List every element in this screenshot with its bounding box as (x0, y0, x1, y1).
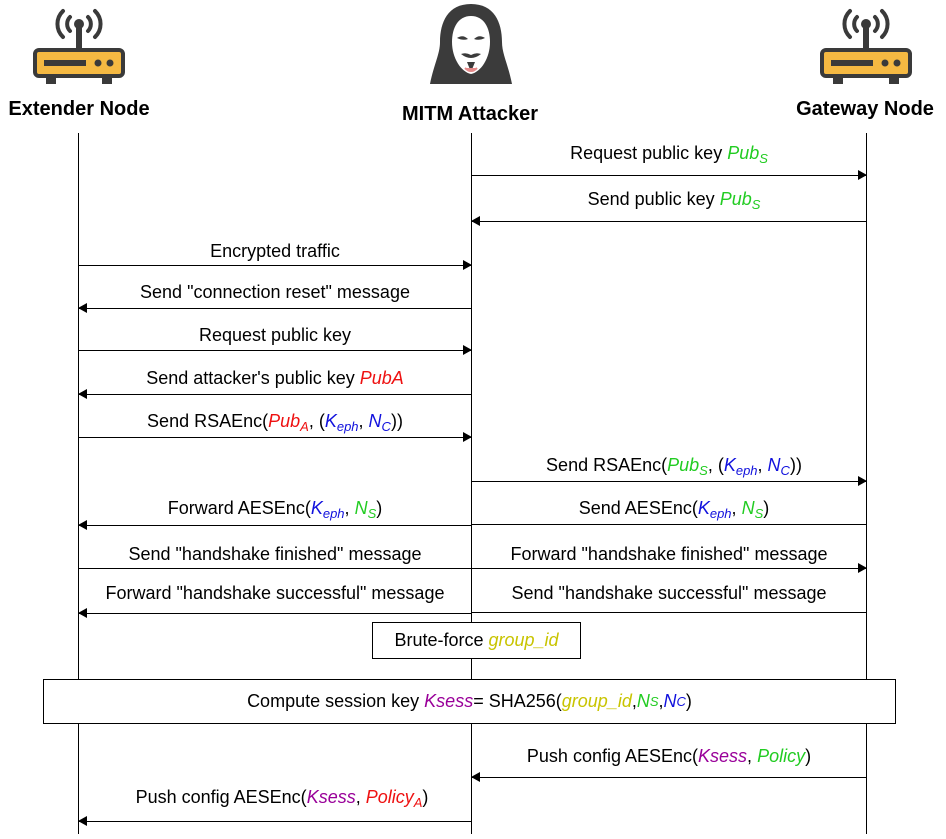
message-label: Send RSAEnc(PubA, (Keph, NC)) (147, 411, 403, 434)
router-icon (32, 4, 126, 91)
lifeline-gateway (866, 724, 867, 834)
message-label: Encrypted traffic (210, 241, 340, 261)
message-label: Push config AESEnc(Ksess, PolicyA) (135, 787, 429, 810)
hacker-icon (428, 2, 514, 91)
lifeline-gateway (866, 133, 867, 679)
message-label: Send public key PubS (587, 189, 761, 212)
message-label: Forward "handshake finished" message (510, 544, 828, 564)
message-label: Send "handshake finished" message (128, 544, 422, 564)
message-label: Forward "handshake successful" message (105, 583, 445, 603)
message-label: Send attacker's public key PubA (146, 368, 404, 388)
message-label: Request public key PubS (570, 143, 768, 166)
lifeline-extender (78, 724, 79, 834)
router-icon (819, 4, 913, 91)
message-label: Send "handshake successful" message (511, 583, 827, 603)
actor-extender: Extender Node (8, 98, 150, 120)
message-label: Request public key (198, 325, 352, 345)
message-label: Send AESEnc(Keph, NS) (578, 498, 770, 521)
message-label: Forward AESEnc(Keph, NS) (167, 498, 383, 521)
session-key-box: Compute session key Ksess = SHA256(group… (43, 679, 896, 724)
message-label: Send "connection reset" message (140, 282, 410, 302)
lifeline-extender (78, 133, 79, 679)
actor-attacker: MITM Attacker (402, 103, 538, 125)
lifeline-attacker (471, 133, 472, 679)
bruteforce-box: Brute-force group_id (372, 622, 581, 659)
message-label: Send RSAEnc(PubS, (Keph, NC)) (546, 455, 802, 478)
message-label: Push config AESEnc(Ksess, Policy) (526, 746, 812, 766)
actor-gateway: Gateway Node (796, 98, 934, 120)
